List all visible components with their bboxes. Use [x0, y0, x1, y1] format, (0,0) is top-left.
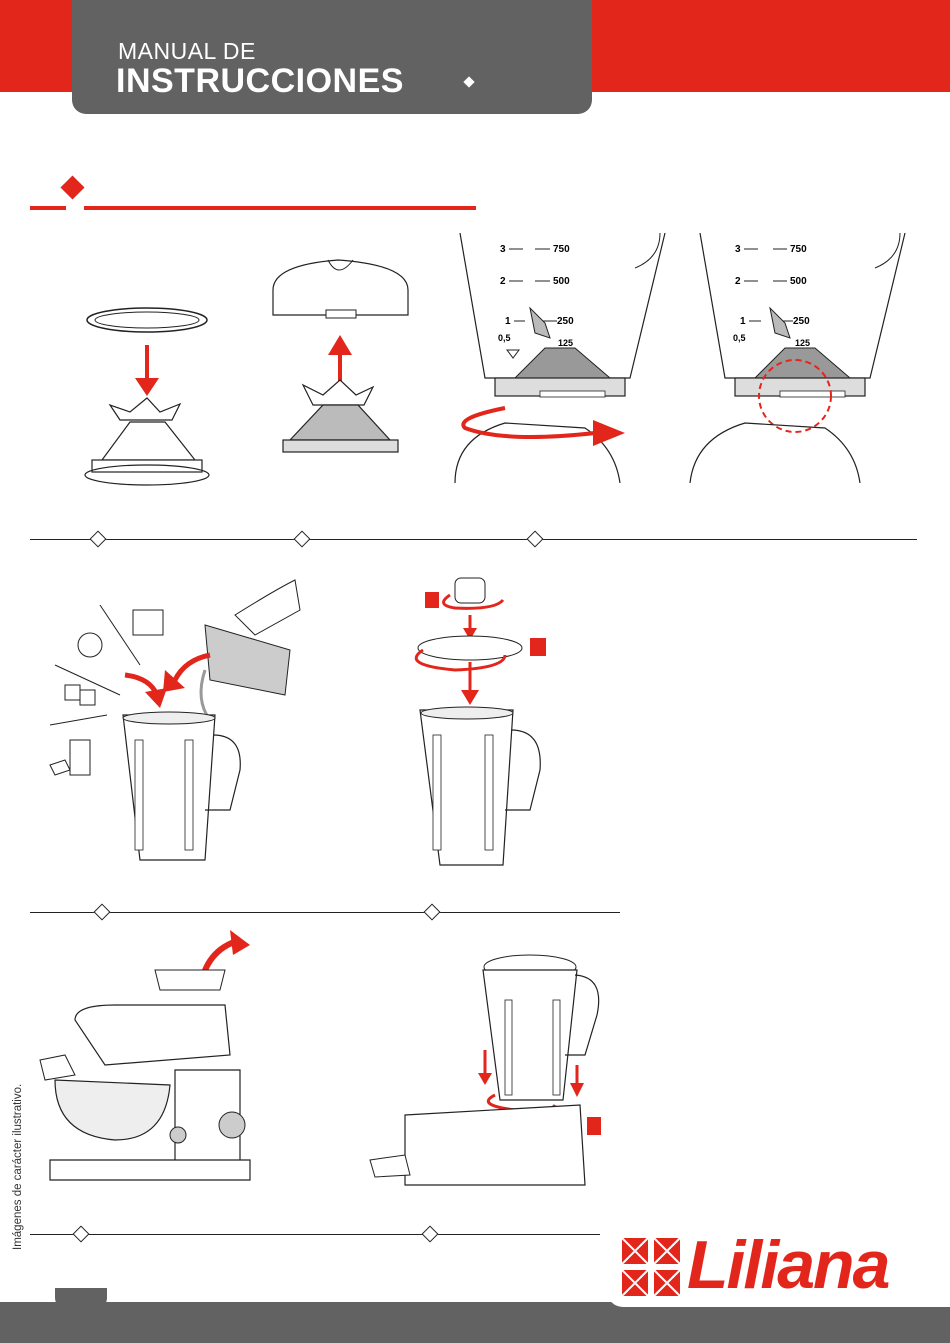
step-marker-1	[90, 531, 107, 548]
title-line-1: MANUAL DE	[118, 38, 256, 65]
scale2-ml-250: 250	[793, 316, 810, 327]
footer-bar	[0, 1302, 950, 1343]
step-marker-2	[294, 531, 311, 548]
title-diamond-icon	[463, 76, 474, 87]
step-marker-4	[94, 904, 111, 921]
illustration-lid-assembly	[395, 570, 560, 875]
scale2-ml-750: 750	[790, 244, 807, 255]
step-divider-row1	[30, 539, 917, 540]
illustration-jar-on-base	[365, 945, 620, 1190]
title-line-2: INSTRUCCIONES	[116, 62, 404, 101]
brand-logo: Liliana	[687, 1226, 888, 1304]
scale2-cup-2: 2	[735, 276, 741, 287]
brand-mark-icon	[622, 1238, 682, 1298]
lock-icon	[530, 638, 546, 656]
scale-cup-3: 3	[500, 244, 506, 255]
lock-icon	[587, 1117, 601, 1135]
scale-cup-2: 2	[500, 276, 506, 287]
footer-tab	[55, 1288, 107, 1308]
step-marker-6	[73, 1226, 90, 1243]
scale-ml-750: 750	[553, 244, 570, 255]
title-box: MANUAL DE INSTRUCCIONES	[72, 0, 592, 114]
step-marker-7	[422, 1226, 439, 1243]
scale-cup-1: 1	[505, 316, 511, 327]
scale-ml-125: 125	[558, 338, 573, 348]
scale2-cup-1: 1	[740, 316, 746, 327]
illustration-fill-jar	[45, 570, 325, 875]
scale-ml-250: 250	[557, 316, 574, 327]
lock-icon	[425, 592, 439, 608]
step-marker-3	[527, 531, 544, 548]
section-line-left	[30, 206, 66, 210]
illustration-mixer-cover	[35, 925, 265, 1200]
illustration-jar-locked: 3 2 1 0,5 750 500 250 125	[685, 228, 915, 483]
scale2-cup-3: 3	[735, 244, 741, 255]
illustration-jar-twist: 3 2 1 0,5 750 500 250 125	[445, 228, 675, 483]
step-divider-row2	[30, 912, 620, 913]
section-line-right	[84, 206, 476, 210]
section-diamond-icon	[60, 175, 84, 199]
illustration-blade-into-base	[268, 245, 413, 475]
scale2-ml-500: 500	[790, 276, 807, 287]
step-divider-row3	[30, 1234, 600, 1235]
scale-ml-500: 500	[553, 276, 570, 287]
side-note: Imágenes de carácter ilustrativo.	[12, 1084, 24, 1250]
step-marker-5	[424, 904, 441, 921]
scale2-cup-half: 0,5	[733, 333, 746, 343]
scale2-ml-125: 125	[795, 338, 810, 348]
illustration-gasket-on-blade	[80, 300, 220, 495]
scale-cup-half: 0,5	[498, 333, 511, 343]
